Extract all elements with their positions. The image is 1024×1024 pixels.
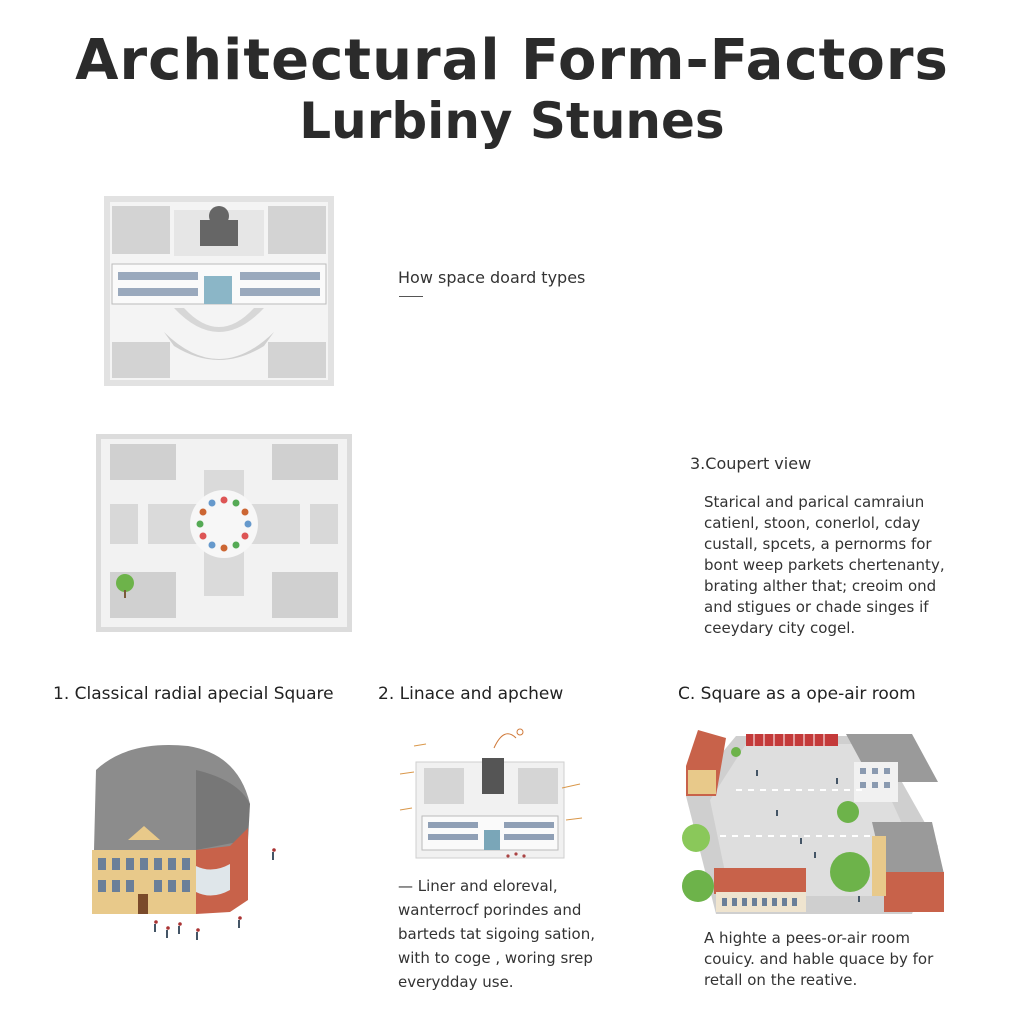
page-title: Architectural Form-Factors (75, 28, 949, 93)
side-panel-heading: 3.Coupert view (690, 454, 812, 473)
linear-square-plan (399, 728, 583, 859)
caption-linear: 2. Linace and apchew (378, 684, 564, 704)
caption-classical-square: 1. Classical radial apecial Square (53, 684, 334, 704)
side-panel-text: Starical and parical camraiun catienl, s… (704, 493, 945, 637)
open-air-description: A highte a pees-or-air room couicy. and … (704, 929, 934, 989)
classical-building-illustration (92, 745, 276, 940)
caption-open-air-room: C. Square as a ope-air room (678, 684, 916, 704)
classical-plan-diagram (104, 196, 334, 386)
intro-label: How space doard types (398, 268, 586, 287)
linear-description: — Liner and eloreval, wanterrocf porinde… (398, 877, 595, 991)
radial-seats-ring (196, 496, 252, 552)
radial-square-plan (96, 434, 352, 632)
page-subtitle: Lurbiny Stunes (299, 92, 725, 150)
intro-underline (399, 296, 423, 297)
open-air-room-illustration (682, 730, 944, 914)
